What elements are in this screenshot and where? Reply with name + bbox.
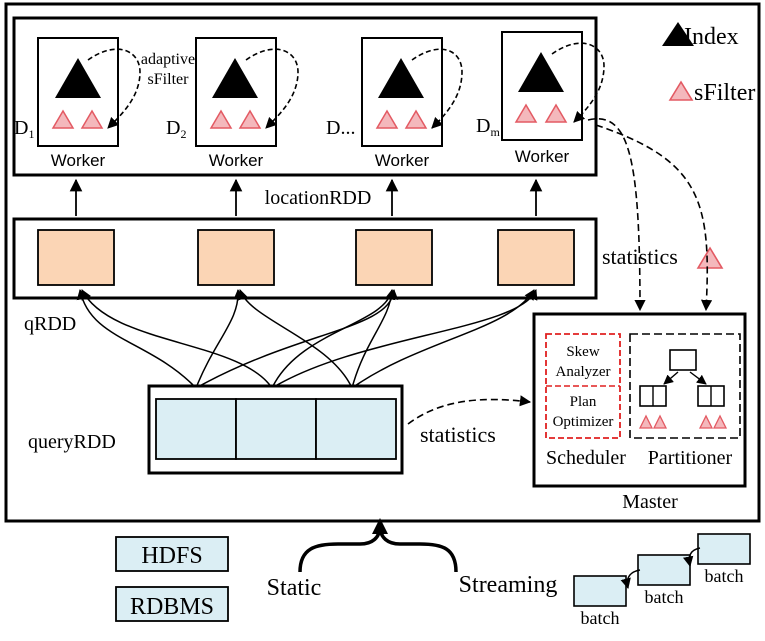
worker-node-1: D1 Worker: [14, 37, 141, 170]
worker-node-3: D... Worker: [326, 37, 463, 170]
batch-box: [697, 533, 751, 565]
adaptive-loop-arrow: [411, 48, 463, 129]
sfilter-icon: [404, 109, 428, 129]
rdd-partition-4: [497, 229, 575, 286]
tree-edge: [689, 371, 707, 385]
location-rdd-label: locationRDD: [265, 187, 372, 209]
static-label: Static: [267, 575, 322, 601]
query-partition-3: [315, 398, 397, 460]
rdd-partition-2: [197, 229, 275, 286]
outer-frame: [4, 2, 761, 523]
sfilter-icon: [375, 109, 399, 129]
statistics-mid-label: statistics: [420, 422, 496, 447]
adaptive-loop-arrow: [551, 42, 605, 123]
merge-arrowhead: [372, 518, 388, 534]
query-partition-1: [155, 398, 237, 460]
legend-sfilter-label: sFilter: [694, 80, 755, 106]
worker-label: Worker: [375, 151, 430, 170]
sfilter-icon: [698, 414, 714, 429]
batch-box: [637, 554, 691, 586]
index-icon: [212, 58, 258, 98]
batch-label: batch: [581, 608, 620, 628]
batch-arrow: [683, 547, 701, 568]
worker-label: Worker: [51, 151, 106, 170]
worker-node-4: Dm Worker: [476, 31, 605, 166]
sfilter-icon: [209, 109, 233, 129]
sfilter-icon: [80, 109, 104, 129]
worker-node-2: D2 Worker: [166, 37, 299, 170]
partition-tree-root: [669, 349, 697, 371]
index-icon: [55, 58, 101, 98]
hdfs-box: [115, 536, 229, 572]
adaptive-loop-arrow: [87, 48, 141, 129]
index-icon: [378, 58, 424, 98]
rdbms-box: [115, 586, 229, 622]
sfilter-icon: [652, 414, 668, 429]
legend-index-icon: [662, 22, 694, 46]
statistics-sfilter-icon: [696, 246, 724, 269]
index-icon: [518, 52, 564, 92]
legend-index-label: Index: [684, 24, 739, 50]
partition-label: Dm: [476, 115, 500, 139]
tree-edge: [663, 371, 679, 385]
batch-label: batch: [645, 587, 684, 607]
query-to-qrdd-curves: [76, 288, 538, 389]
dashed-arrow-to-master: [587, 118, 646, 312]
dashed-arrow-to-master: [595, 124, 713, 312]
partition-label: D...: [326, 117, 355, 139]
sfilter-icon: [544, 103, 568, 123]
sfilter-icon: [51, 109, 75, 129]
partitioner-label: Partitioner: [648, 447, 733, 469]
master-label: Master: [622, 491, 678, 513]
sfilter-icon: [638, 414, 654, 429]
query-partition-2: [235, 398, 317, 460]
sfilter-icon: [238, 109, 262, 129]
legend-sfilter-icon: [668, 80, 694, 101]
qrdd-label: qRDD: [24, 313, 76, 335]
sfilter-icon: [712, 414, 728, 429]
rdbms-label: RDBMS: [130, 594, 214, 620]
streaming-label: Streaming: [459, 572, 558, 598]
adaptive-loop-arrow: [245, 48, 299, 129]
rdd-partition-1: [37, 229, 115, 286]
batch-label: batch: [705, 566, 744, 586]
worker-label: Worker: [515, 147, 570, 166]
scheduler-label: Scheduler: [546, 447, 626, 469]
hdfs-label: HDFS: [141, 543, 202, 569]
batch-box: [573, 575, 627, 607]
partition-label: D1: [14, 117, 34, 141]
partition-label: D2: [166, 117, 186, 141]
worker-label: Worker: [209, 151, 264, 170]
batch-arrow: [620, 569, 641, 590]
qrdd-container: [12, 217, 598, 300]
dashed-stats-arrow: [407, 395, 532, 425]
sfilter-icon: [514, 103, 538, 123]
partitioner-dashed-box: [629, 333, 741, 439]
query-rdd-label: queryRDD: [28, 431, 116, 453]
rdd-partition-3: [355, 229, 433, 286]
